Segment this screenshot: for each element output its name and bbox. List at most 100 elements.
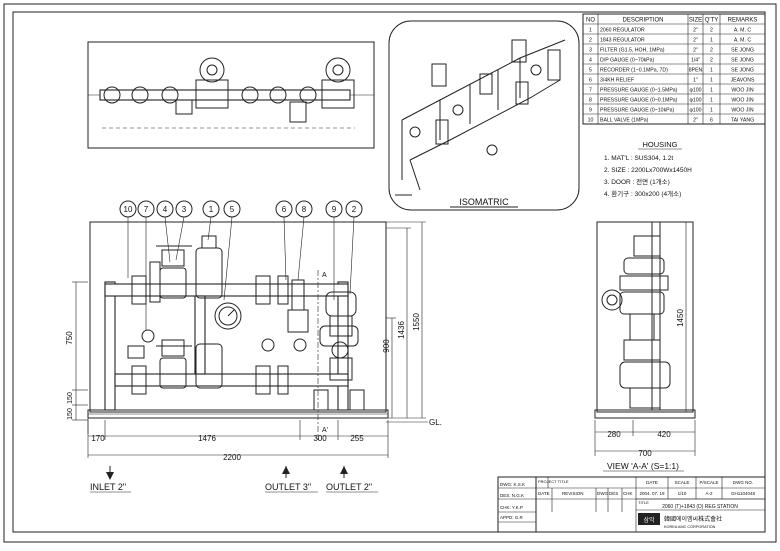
company-name-en: KOREA AMC CORPORATION — [664, 525, 716, 529]
balloon-circle — [325, 200, 343, 218]
parts-table-cell: 1 — [589, 28, 592, 34]
parts-table-cell: BALL VALVE (1MPa) — [600, 118, 649, 124]
balloon-leader — [349, 216, 355, 295]
parts-table-cell: TAI YANG — [731, 118, 754, 124]
role-des: DES: N.G.K — [500, 493, 524, 498]
parts-table-cell: JEAVONS — [731, 78, 755, 84]
parts-table-cell: D/P GAUGE (0~70kPa) — [600, 58, 655, 64]
parts-table-frame — [582, 13, 766, 125]
parts-table-cell: 2 — [589, 38, 592, 44]
parts-table-cell: 2 — [710, 48, 713, 54]
balloon-number: 10 — [124, 205, 133, 214]
rev-header-revision: REVISION — [562, 491, 584, 496]
parts-table-cell: 1 — [710, 108, 713, 114]
parts-table-cell: 8PEN — [689, 68, 703, 74]
info-value-date: 2004. 07. 19 — [639, 491, 665, 496]
balloon-circle — [137, 200, 155, 218]
rev-header-chk: CHK — [623, 491, 633, 496]
balloon-number: 3 — [182, 205, 187, 214]
parts-table-cell: 1 — [710, 98, 713, 104]
parts-table-cell: 1" — [693, 78, 698, 84]
parts-header-cell: DESCRIPTION — [622, 18, 663, 24]
balloon-circle — [345, 200, 363, 218]
outer-border — [3, 3, 777, 543]
parts-table-cell: 1 — [710, 88, 713, 94]
parts-table-cell: 6 — [710, 118, 713, 124]
parts-table-cell: SE JONG — [731, 68, 754, 74]
parts-table-cell: 8 — [589, 98, 592, 104]
parts-table-cell: PRESSURE GAUGE (0~1.5MPa) — [600, 88, 678, 94]
balloon-leader — [297, 216, 305, 281]
side-dim-1450: 1450 — [676, 309, 685, 327]
balloon-number: 6 — [282, 205, 287, 214]
parts-table-cell: 2 — [710, 58, 713, 64]
role-dwg: DWG: K.S.K — [500, 482, 525, 487]
section-mark-a-prime: A' — [322, 427, 328, 434]
dim-170: 170 — [91, 434, 105, 443]
dim-1550: 1550 — [412, 313, 421, 331]
balloon-number: 2 — [352, 205, 357, 214]
project-title-label: PROJECT TITLE — [538, 479, 569, 484]
parts-table-cell: 5 — [589, 68, 592, 74]
parts-table-cell: 2" — [693, 28, 698, 34]
parts-table-cell: 2" — [693, 118, 698, 124]
parts-table-cell: 1 — [710, 78, 713, 84]
rev-header-date: DATE — [538, 491, 550, 496]
info-header-dwgno: DWG NO. — [733, 480, 753, 485]
balloon-circle — [202, 200, 220, 218]
title-label: TITLE — [638, 500, 649, 505]
parts-table-cell: A. M. C — [734, 38, 752, 44]
housing-notes: HOUSING 1. MAT'L : SUS304, 1.2t 2. SIZE … — [604, 140, 692, 198]
balloon-number: 1 — [209, 205, 214, 214]
side-dim-280: 280 — [607, 430, 621, 439]
parts-table-cell: 6 — [589, 78, 592, 84]
parts-table-cell: SE JONG — [731, 58, 754, 64]
balloon-leader — [164, 216, 171, 263]
balloon-leader — [207, 216, 212, 241]
flow-labels: INLET 2" OUTLET 3" OUTLET 2" — [90, 466, 378, 493]
side-view: 1450 280 420 700 VIEW 'A-A' (S=1:1) — [594, 221, 696, 472]
balloon-number: 5 — [230, 205, 235, 214]
balloon-number: 7 — [144, 205, 149, 214]
parts-table-cell: 10 — [588, 118, 594, 124]
side-view-caption: VIEW 'A-A' (S=1:1) — [607, 461, 679, 471]
rev-header-des: DES — [609, 491, 618, 496]
side-dim-700: 700 — [638, 449, 652, 458]
parts-table-cell: A. M. C — [734, 28, 752, 34]
parts-table-cell: FILTER (G1.5, HOH, 1MPa) — [600, 48, 665, 54]
dim-150-lower: 150 — [67, 408, 74, 420]
housing-note-3: 3. DOOR : 전면 (1개소) — [604, 177, 670, 186]
parts-header-cell: Q'TY — [705, 18, 718, 24]
outlet-3-label: OUTLET 3" — [265, 482, 311, 492]
balloon-number: 9 — [332, 205, 337, 214]
parts-table-cell: 1 — [710, 68, 713, 74]
parts-table-cell: 3 — [589, 48, 592, 54]
info-header-date: DATE — [646, 480, 658, 485]
balloon-leader — [223, 216, 233, 301]
parts-header-cell: SIZE — [689, 18, 702, 24]
role-chk: CHK: Y.K.P — [500, 505, 523, 510]
parts-table-cell: PRESSURE GAUGE (0~10kPa) — [600, 108, 675, 114]
parts-table-cell: 7 — [589, 88, 592, 94]
housing-note-1: 1. MAT'L : SUS304, 1.2t — [604, 155, 673, 162]
balloon-circle — [156, 200, 174, 218]
parts-table-cell: PRESSURE GAUGE (0~0.1MPa) — [600, 98, 678, 104]
info-header-scale: SCALE — [675, 480, 690, 485]
parts-table-cell: φ100 — [689, 108, 701, 114]
balloon-number: 8 — [302, 205, 307, 214]
outlet-2-label: OUTLET 2" — [326, 482, 372, 492]
section-mark-a: A — [322, 272, 327, 279]
company-logo-text: 삼익 — [643, 516, 654, 524]
parts-table-cell: 2" — [693, 38, 698, 44]
isometric-label: ISOMATRIC — [459, 197, 509, 207]
parts-table-cell: 1 — [710, 38, 713, 44]
inner-border — [12, 11, 766, 533]
dim-150-upper: 150 — [67, 392, 74, 404]
dim-1436: 1436 — [397, 321, 406, 339]
balloon-leader — [175, 216, 185, 261]
parts-table-cell: 1843 REGULATOR — [600, 38, 645, 44]
top-view — [87, 41, 375, 149]
